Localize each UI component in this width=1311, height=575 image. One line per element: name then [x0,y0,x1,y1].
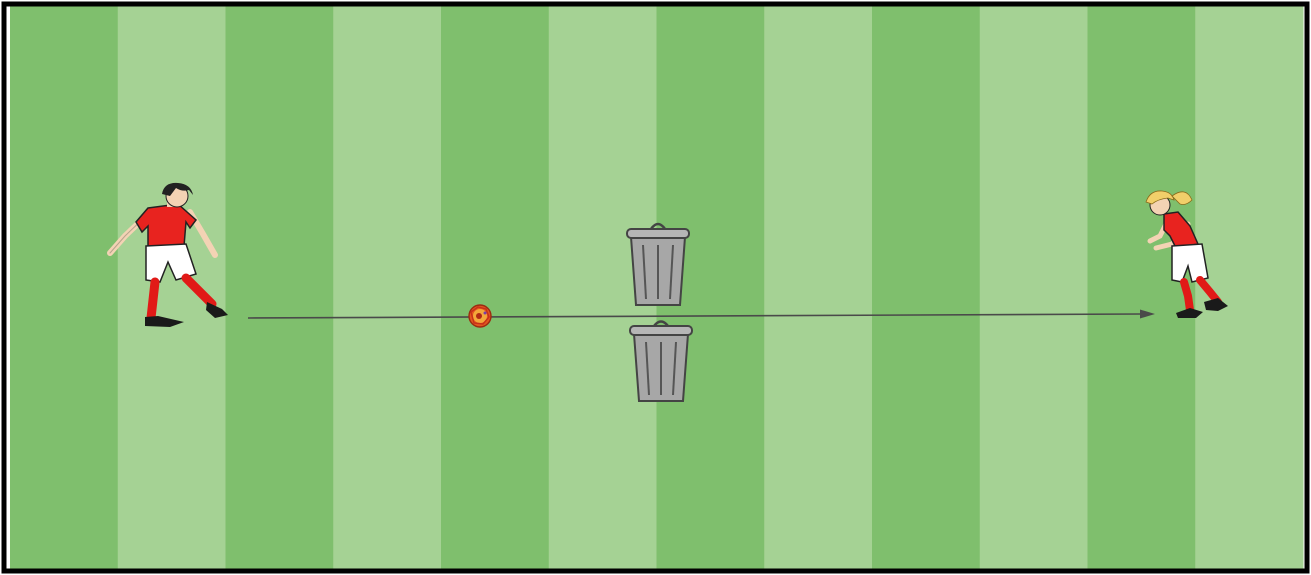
pitch-stripe [333,6,441,569]
pitch-stripe [980,6,1088,569]
pitch-stripe [118,6,226,569]
trash-bin-icon [627,224,689,305]
pitch-stripe [764,6,872,569]
trash-bin-icon [630,322,692,402]
pitch-stripe [10,6,118,569]
pitch-stripe [872,6,980,569]
pitch-stripe [441,6,549,569]
pitch-stripe [1195,6,1303,569]
pitch-stripe [226,6,334,569]
ball-icon [469,305,491,327]
pitch-stripe [1088,6,1196,569]
